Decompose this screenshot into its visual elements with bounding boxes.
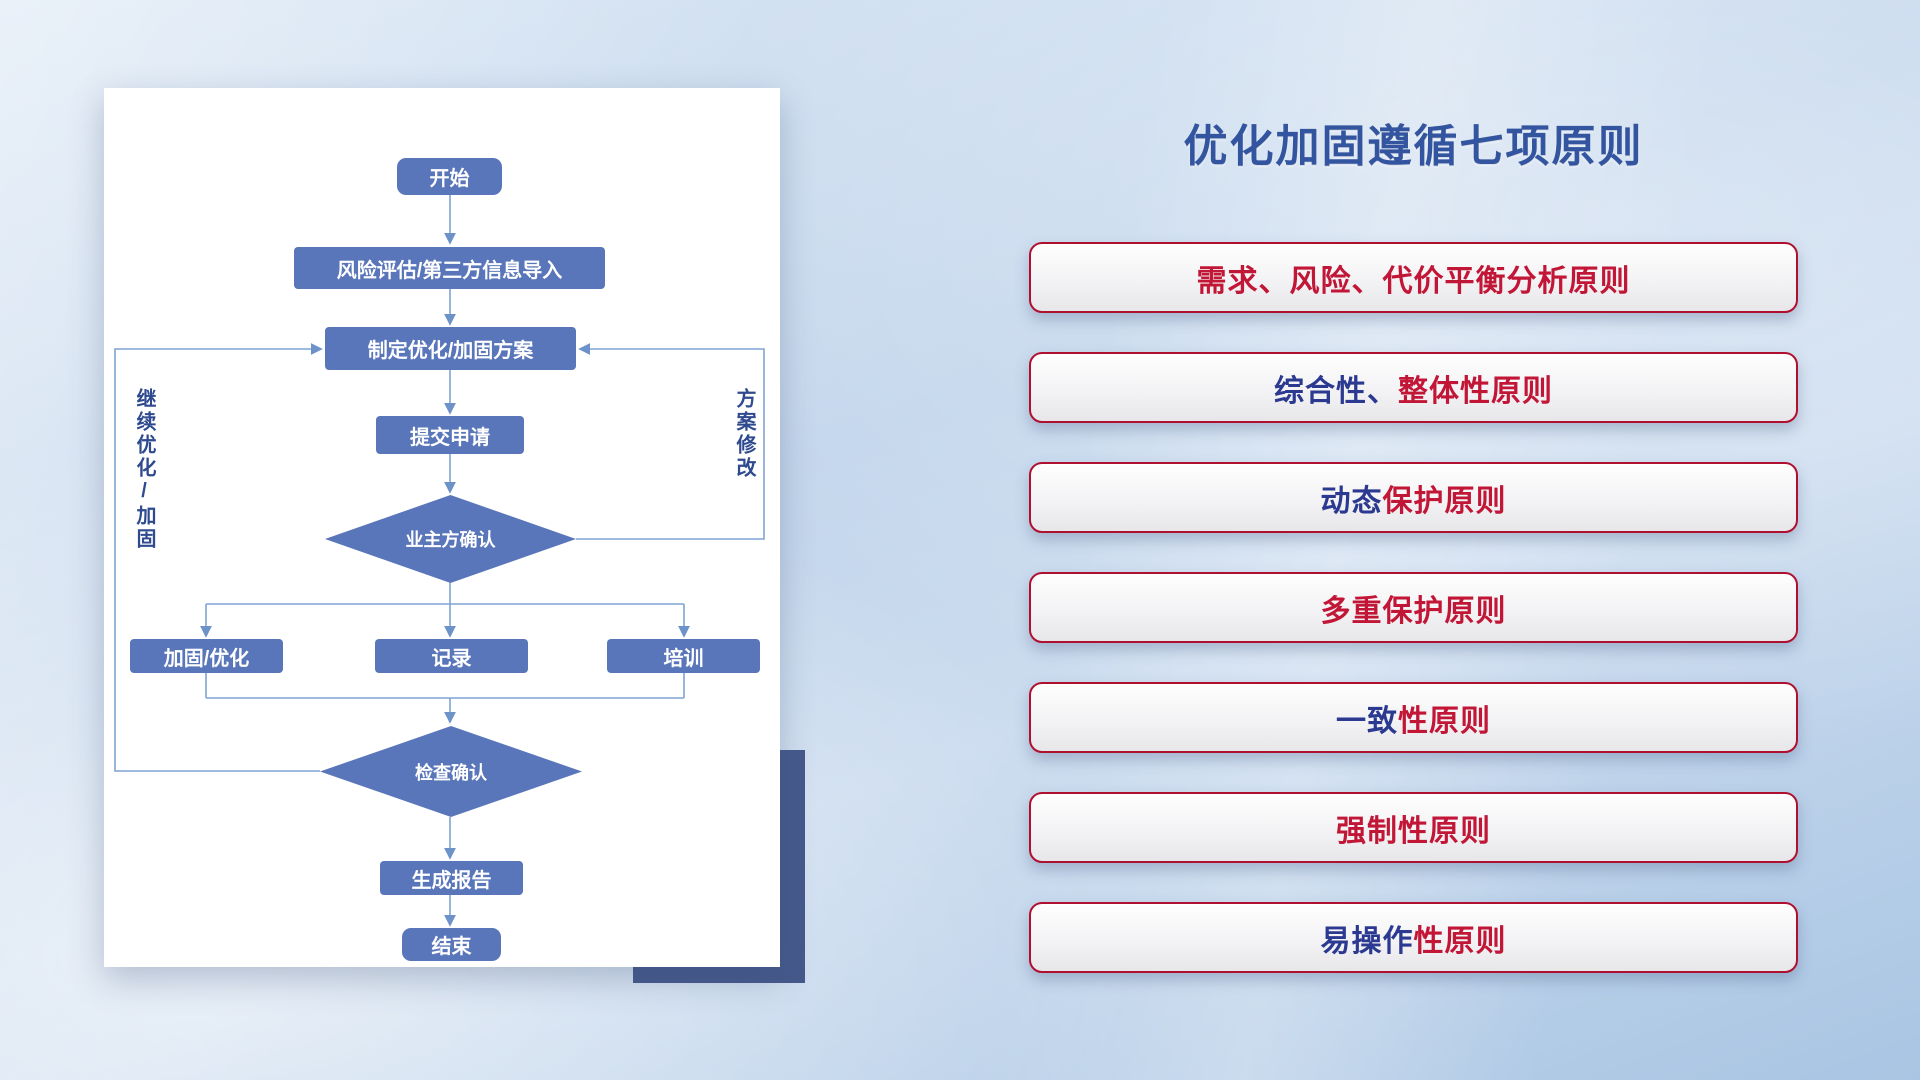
principle-3-text-blue: 动态 bbox=[1320, 484, 1383, 518]
flow-node-record: 记录 bbox=[375, 639, 528, 673]
flowchart-connectors bbox=[114, 195, 765, 927]
principle-5-text-blue: 一致 bbox=[1336, 704, 1398, 738]
flow-node-training: 培训 bbox=[607, 639, 760, 673]
slide-title: 优化加固遵循七项原则 bbox=[1183, 122, 1644, 171]
principle-5-text-red: 性原则 bbox=[1398, 704, 1491, 738]
principles-list: 需求、风险、代价平衡分析原则 综合性、整体性原则 动态保护原则 多重保护原则 一… bbox=[1029, 242, 1798, 973]
principle-item-2: 综合性、整体性原则 bbox=[1029, 352, 1798, 423]
flow-node-risk-import: 风险评估/第三方信息导入 bbox=[294, 247, 605, 289]
principle-3-text-red: 保护原则 bbox=[1382, 484, 1507, 518]
flow-node-make-plan: 制定优化/加固方案 bbox=[325, 327, 576, 370]
flow-node-reinforce: 加固/优化 bbox=[130, 639, 283, 673]
principle-item-7: 易操作性原则 bbox=[1029, 902, 1798, 973]
flow-node-start: 开始 bbox=[397, 158, 502, 195]
principle-4-text-red: 多重保护原则 bbox=[1320, 594, 1507, 628]
principle-7-text-blue: 易操作 bbox=[1320, 924, 1414, 958]
principle-item-3: 动态保护原则 bbox=[1029, 462, 1798, 533]
flow-node-report: 生成报告 bbox=[380, 861, 523, 895]
flow-node-end: 结束 bbox=[402, 928, 501, 961]
loop-label-plan-modify: 方案修改 bbox=[733, 388, 755, 480]
flowchart-panel: 开始 风险评估/第三方信息导入 制定优化/加固方案 提交申请 业主方确认 加固/… bbox=[104, 88, 780, 967]
loop-label-continue-optimize: 继续优化/加固 bbox=[133, 388, 155, 551]
principle-7-text-red: 性原则 bbox=[1413, 924, 1507, 958]
principle-item-5: 一致性原则 bbox=[1029, 682, 1798, 753]
principle-6-text-red: 强制性原则 bbox=[1336, 814, 1491, 848]
principle-item-6: 强制性原则 bbox=[1029, 792, 1798, 863]
flow-node-submit: 提交申请 bbox=[376, 416, 524, 454]
principle-1-text-red: 需求、风险、代价平衡分析原则 bbox=[1196, 264, 1631, 298]
principle-2-text-red: 整体性原则 bbox=[1398, 374, 1553, 408]
principle-item-4: 多重保护原则 bbox=[1029, 572, 1798, 643]
principle-2-text-blue: 综合性、 bbox=[1274, 374, 1398, 408]
principle-item-1: 需求、风险、代价平衡分析原则 bbox=[1029, 242, 1798, 313]
